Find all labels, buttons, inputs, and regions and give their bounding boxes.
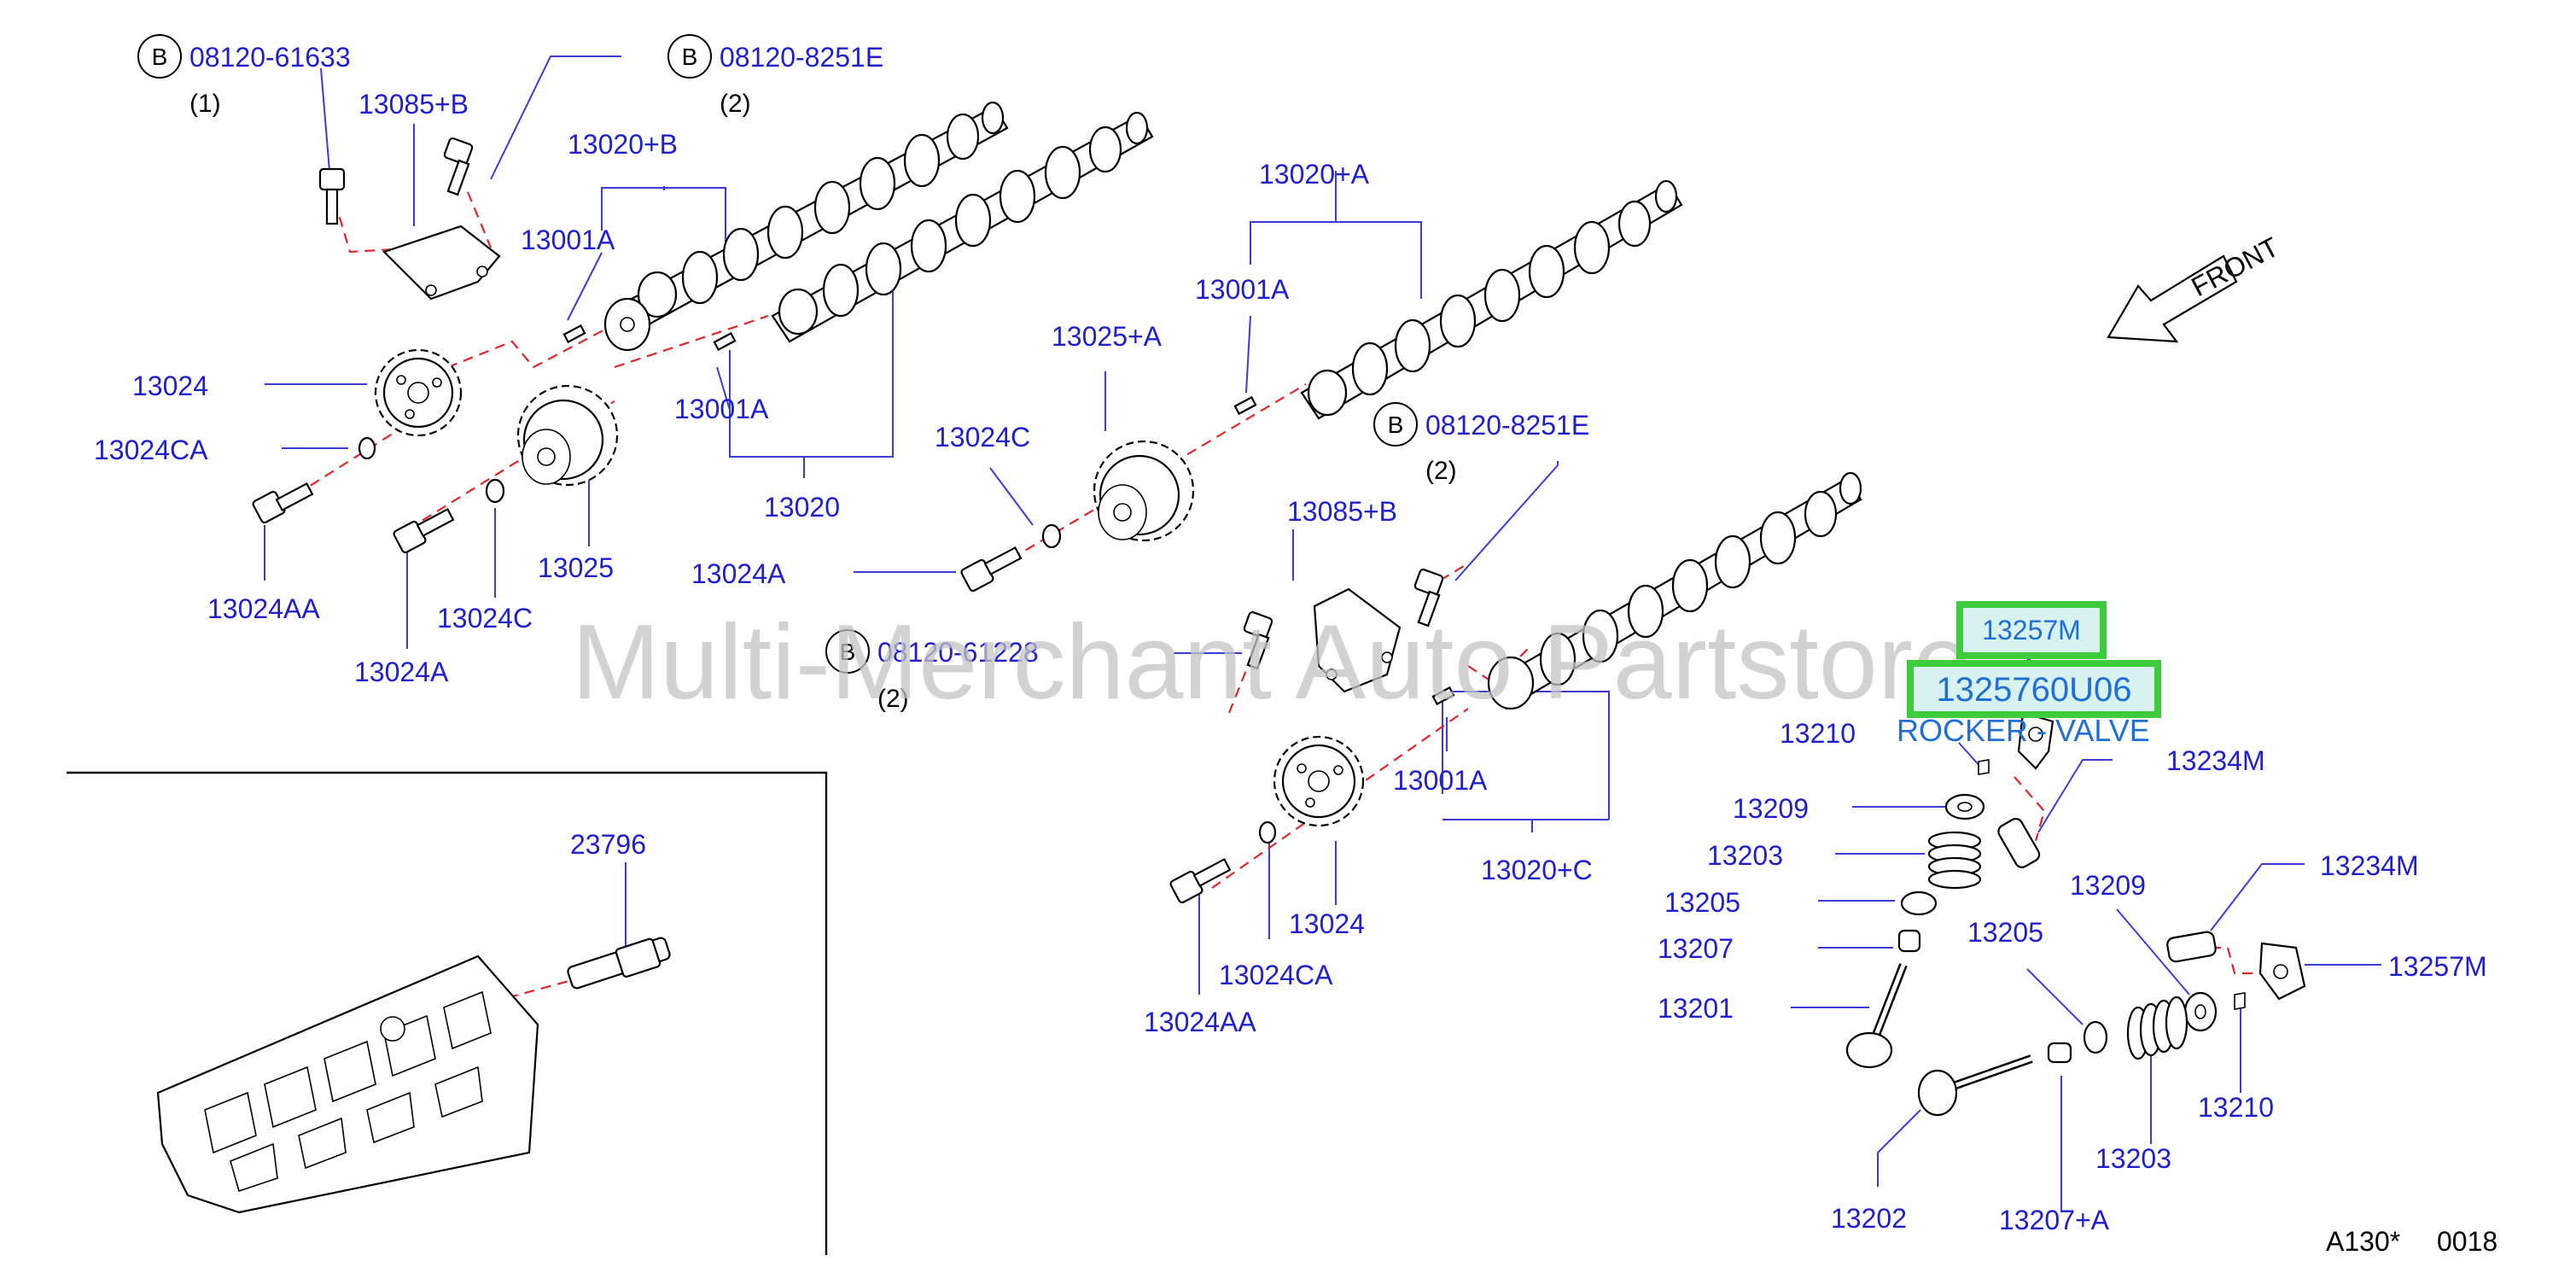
bolt-callout-part[interactable]: 08120-8251E xyxy=(1425,410,1589,441)
part-label[interactable]: 13234M xyxy=(2320,850,2419,881)
bolt-callout-mark: B xyxy=(840,639,856,665)
part-label[interactable]: 13201 xyxy=(1658,993,1734,1024)
highlight-part-description: ROCKER - VALVE xyxy=(1897,713,2150,748)
part-label[interactable]: 13024AA xyxy=(207,593,320,624)
part-label[interactable]: 13020+A xyxy=(1259,159,1370,190)
bracket-13085B-upper xyxy=(382,225,501,301)
part-label[interactable]: 13020+B xyxy=(568,129,678,160)
camshaft-upper-left xyxy=(603,101,1009,352)
part-label[interactable]: 13020+C xyxy=(1481,855,1593,885)
part-label[interactable]: 13001A xyxy=(674,394,769,424)
part-label[interactable]: 13207 xyxy=(1658,933,1734,964)
highlight-part-number[interactable]: 1325760U06 xyxy=(1936,671,2131,709)
part-label[interactable]: 13024CA xyxy=(94,435,208,465)
part-label[interactable]: 23796 xyxy=(570,829,646,860)
diagram-number: 0018 xyxy=(2437,1226,2497,1257)
bolt-callout-qty: (2) xyxy=(1425,457,1457,485)
part-label[interactable]: 13203 xyxy=(1707,840,1783,871)
part-label[interactable]: 13203 xyxy=(2095,1143,2171,1174)
bolt-callout-2[interactable]: B 08120-8251E (2) xyxy=(667,34,883,118)
bolt-callout-part[interactable]: 08120-8251E xyxy=(720,42,883,73)
highlight-part-code[interactable]: 13257M xyxy=(1982,615,2081,645)
part-label[interactable]: 13209 xyxy=(1733,793,1809,824)
part-labels: 13085+B 13020+B 13001A 13024 13024CA 130… xyxy=(94,89,2487,1235)
part-label[interactable]: 13234M xyxy=(2166,745,2265,776)
part-label[interactable]: 13205 xyxy=(1967,917,2043,948)
bolt-callout-qty: (2) xyxy=(720,90,751,118)
bolt-callout-mark: B xyxy=(1388,412,1404,438)
bracket-13085B-middle xyxy=(1313,587,1402,693)
camshaft-middle xyxy=(1300,179,1683,420)
inset-panel xyxy=(67,771,828,1255)
sprocket-13024-upper xyxy=(374,348,463,437)
part-label[interactable]: 13024C xyxy=(437,603,533,634)
bolt-callout-mark: B xyxy=(152,44,168,70)
sprocket-13024-lower xyxy=(1273,735,1365,827)
bolt-callout-qty: (2) xyxy=(877,685,909,713)
part-label[interactable]: 13024C xyxy=(935,422,1030,452)
part-label[interactable]: 13001A xyxy=(1393,765,1488,796)
bolt-callout-1[interactable]: B 08120-61633 (1) xyxy=(137,34,351,118)
part-label[interactable]: 13025+A xyxy=(1052,321,1163,352)
fasteners xyxy=(252,137,1455,904)
camshaft-upper-right xyxy=(771,111,1154,343)
vtc-13025-upper xyxy=(516,384,619,487)
part-label[interactable]: 13024AA xyxy=(1144,1007,1256,1037)
part-label[interactable]: 13024CA xyxy=(1219,960,1333,990)
part-label[interactable]: 13210 xyxy=(2198,1092,2274,1123)
part-label[interactable]: 13024 xyxy=(1289,908,1365,939)
diagram-code: A130* xyxy=(2326,1226,2400,1257)
bolt-callout-4[interactable]: B 08120-61228 (2) xyxy=(825,629,1039,713)
valve-train xyxy=(1845,711,2306,1117)
bolt-callout-part[interactable]: 08120-61633 xyxy=(189,42,351,73)
cylinder-head-drawing xyxy=(156,937,671,1214)
bolt-callout-mark: B xyxy=(682,44,698,70)
part-label[interactable]: 13024A xyxy=(691,558,786,589)
part-label[interactable]: 13020 xyxy=(764,492,840,523)
bolt-callout-qty: (1) xyxy=(189,90,221,118)
front-arrow-icon xyxy=(2107,254,2238,343)
watermark: Multi-Merchant Auto Partstore xyxy=(572,604,1972,721)
part-label[interactable]: 13085+B xyxy=(1287,496,1397,527)
highlight-number-box[interactable] xyxy=(1907,660,2161,718)
part-label[interactable]: 13025 xyxy=(538,552,614,583)
part-label[interactable]: 13209 xyxy=(2070,870,2146,901)
part-label[interactable]: 13205 xyxy=(1664,887,1740,918)
part-label[interactable]: 13257M xyxy=(2388,951,2487,982)
highlight-code-box[interactable] xyxy=(1956,601,2107,659)
part-label[interactable]: 13001A xyxy=(1195,274,1290,305)
part-label[interactable]: 13024A xyxy=(354,657,449,687)
camshaft-lower xyxy=(1487,471,1862,710)
bolt-callout-part[interactable]: 08120-61228 xyxy=(877,637,1039,668)
part-label[interactable]: 13202 xyxy=(1831,1203,1907,1234)
part-label[interactable]: 13085+B xyxy=(358,89,469,120)
part-label[interactable]: 13207+A xyxy=(1999,1205,2110,1235)
part-label[interactable]: 13210 xyxy=(1780,718,1856,749)
bolt-callout-3[interactable]: B 08120-8251E (2) xyxy=(1373,402,1589,485)
part-label[interactable]: 13001A xyxy=(521,225,615,255)
part-label[interactable]: 13024 xyxy=(132,371,208,401)
highlighted-part[interactable]: 13257M 1325760U06 ROCKER - VALVE xyxy=(1897,601,2161,748)
vtc-13025A xyxy=(1093,440,1195,542)
front-label: FRONT xyxy=(2186,231,2283,303)
